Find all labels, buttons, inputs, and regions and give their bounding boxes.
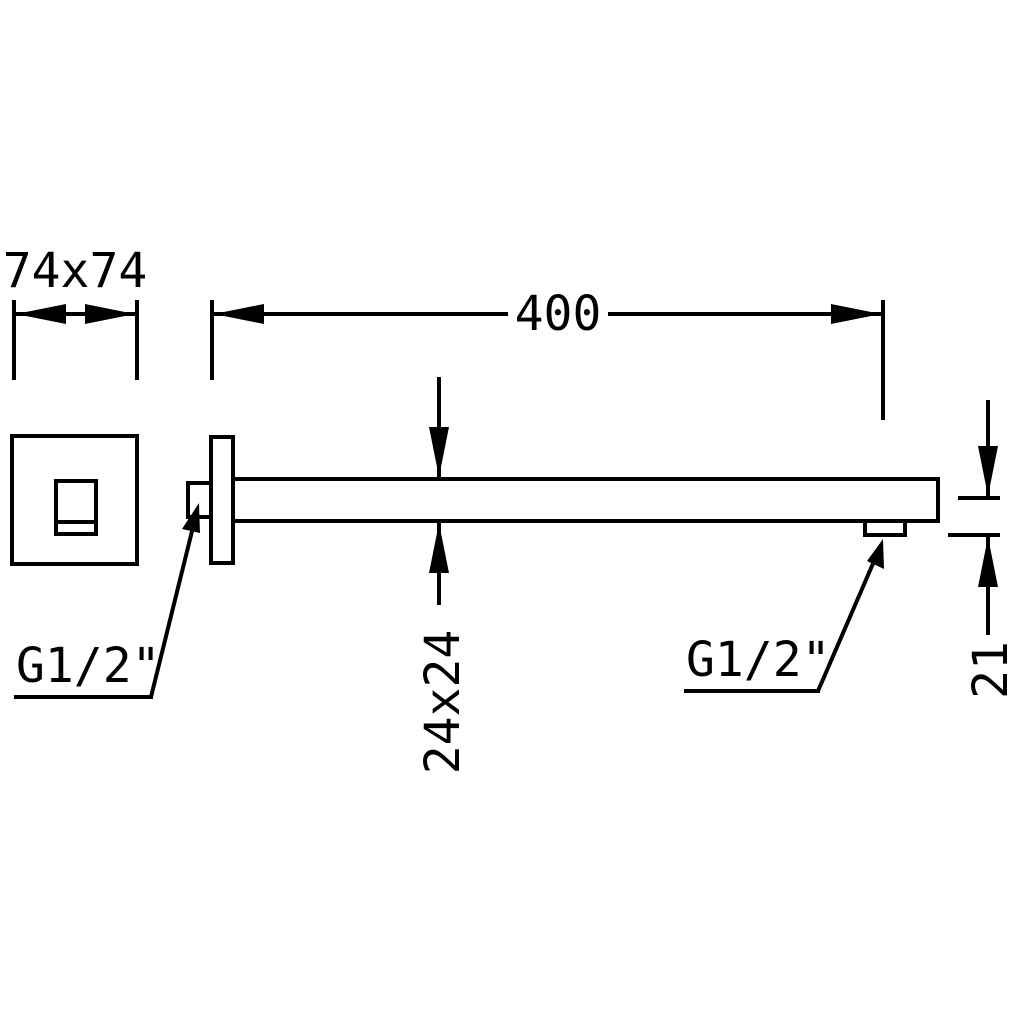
flange-size-label: 74x74	[3, 243, 148, 299]
leader-arrowhead	[182, 503, 200, 533]
arrowhead-bottom	[978, 537, 998, 587]
leader-arrowhead	[867, 539, 884, 569]
outlet-connector	[863, 519, 907, 537]
arrowhead-right	[831, 304, 881, 324]
dimension-flange-width: 74x74	[3, 243, 148, 380]
arm-length-label: 400	[515, 286, 602, 342]
leader-outlet-thread: G1/2"	[684, 539, 884, 693]
arrowhead-bottom	[429, 523, 449, 573]
leader-wall-thread: G1/2"	[14, 503, 200, 699]
arrowhead-top	[978, 446, 998, 496]
leader-line	[816, 551, 880, 692]
front-view	[10, 434, 139, 566]
shower-arm	[231, 477, 940, 523]
dimension-outlet-height: 21	[948, 400, 1019, 699]
arrowhead-right	[85, 304, 135, 324]
arrowhead-left	[214, 304, 264, 324]
outlet-thread-label: G1/2"	[686, 632, 831, 688]
side-view	[186, 435, 940, 565]
side-flange-plate	[209, 435, 235, 565]
arrowhead-top	[429, 427, 449, 477]
outlet-height-label: 21	[963, 641, 1019, 699]
front-arm-section	[54, 479, 98, 536]
arrowhead-left	[16, 304, 66, 324]
leader-line	[149, 514, 198, 698]
wall-thread-label: G1/2"	[16, 638, 161, 694]
dimension-arm-length: 400	[210, 286, 885, 420]
wall-connector	[186, 481, 213, 519]
dimension-arm-section: 24x24	[415, 377, 471, 774]
front-flange-outline	[10, 434, 139, 566]
arm-section-label: 24x24	[415, 630, 471, 775]
